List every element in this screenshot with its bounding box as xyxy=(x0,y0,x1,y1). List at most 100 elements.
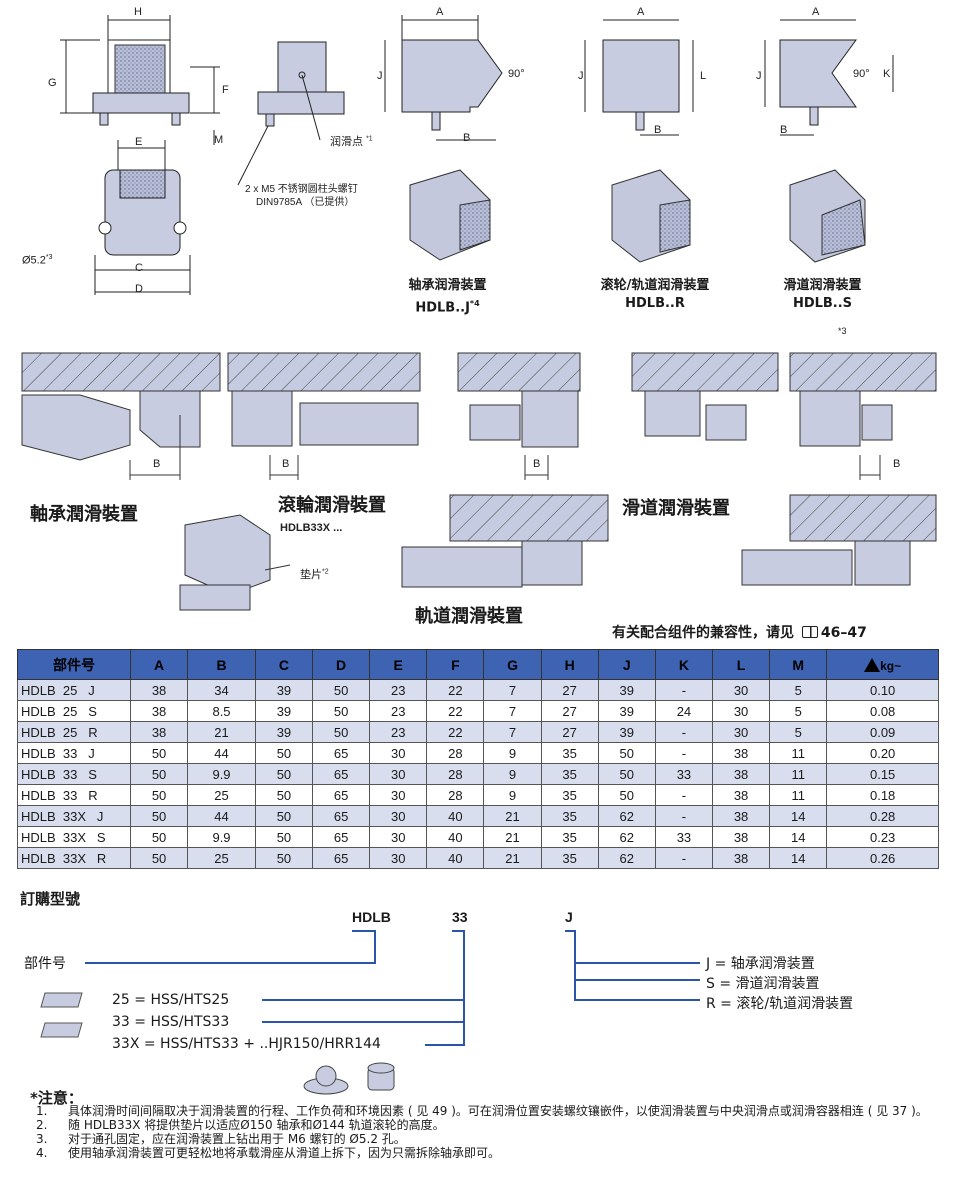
screw-spec-line2: DIN9785A （已提供） xyxy=(256,197,355,208)
table-cell: 7 xyxy=(483,700,542,722)
book-icon xyxy=(801,626,818,638)
table-cell: 30 xyxy=(369,847,428,869)
table-cell: 44 xyxy=(187,742,256,764)
compatibility-note: 有关配合组件的兼容性，请见 46–47 xyxy=(612,625,867,641)
table-cell: 21 xyxy=(483,847,542,869)
table-cell: 50 xyxy=(254,784,314,806)
table-cell: 38 xyxy=(129,721,189,743)
dim-b-label-s: B xyxy=(780,124,788,136)
ordering-type-j: J = 轴承润滑装置 xyxy=(706,956,815,972)
table-cell: 38 xyxy=(711,805,771,827)
table-cell: 35 xyxy=(540,784,599,806)
col-header-a: A xyxy=(129,649,189,680)
ordering-code-type: J xyxy=(565,909,573,925)
table-cell: - xyxy=(654,679,714,701)
caption-track-lubricator: 軌道潤滑裝置 xyxy=(415,606,523,627)
table-cell: 50 xyxy=(312,721,371,743)
table-cell: 40 xyxy=(426,826,485,848)
col-header-d: D xyxy=(312,649,371,680)
caption-bearing-lubricator: 軸承潤滑裝置 xyxy=(30,504,138,525)
dim-c-label: C xyxy=(135,262,143,274)
table-cell: 30 xyxy=(369,826,428,848)
table-cell: 39 xyxy=(254,721,314,743)
note-item: 4.使用轴承润滑装置可更轻松地将承载滑座从滑道上拆下，因为只需拆除轴承即可。 xyxy=(36,1146,501,1160)
shim-label: 垫片*2 xyxy=(300,568,329,581)
dim-f-label: F xyxy=(222,84,229,96)
table-cell: 21 xyxy=(187,721,256,743)
col-header-e: E xyxy=(369,649,428,680)
table-cell: 0.26 xyxy=(826,847,939,869)
table-cell: 35 xyxy=(540,742,599,764)
part-number-cell: HDLB 25 J xyxy=(17,679,131,701)
dim-k-label-s: K xyxy=(883,68,891,80)
table-cell: 35 xyxy=(540,763,599,785)
table-cell: 35 xyxy=(540,805,599,827)
table-cell: 24 xyxy=(654,700,714,722)
table-cell: 25 xyxy=(187,784,256,806)
table-cell: 5 xyxy=(769,721,828,743)
table-cell: 38 xyxy=(711,742,771,764)
table-cell: - xyxy=(654,847,714,869)
table-cell: 27 xyxy=(540,700,599,722)
col-header-b: B xyxy=(187,649,256,680)
table-cell: 7 xyxy=(483,721,542,743)
col-header-c: C xyxy=(254,649,314,680)
table-cell: 0.28 xyxy=(826,805,939,827)
table-cell: 14 xyxy=(769,826,828,848)
ordering-part-label: 部件号 xyxy=(24,956,66,972)
table-cell: 50 xyxy=(129,763,189,785)
col-header-weight: kg~ xyxy=(826,649,939,680)
col-header-j: J xyxy=(597,649,656,680)
install-b-label-4: B xyxy=(893,458,901,470)
table-cell: 50 xyxy=(254,742,314,764)
table-cell: 11 xyxy=(769,763,828,785)
table-cell: 23 xyxy=(369,700,428,722)
table-cell: 23 xyxy=(369,721,428,743)
table-cell: 38 xyxy=(129,700,189,722)
product-caption-roller: 滚轮/轨道润滑装置 HDLB..R xyxy=(600,278,710,311)
table-cell: 7 xyxy=(483,679,542,701)
dim-h-label: H xyxy=(134,6,142,18)
caption-slide-lubricator: 滑道潤滑裝置 xyxy=(622,498,730,519)
table-cell: 0.08 xyxy=(826,700,939,722)
table-cell: 30 xyxy=(369,805,428,827)
install-b-label-2: B xyxy=(282,458,290,470)
table-cell: 22 xyxy=(426,721,485,743)
table-cell: 50 xyxy=(129,742,189,764)
table-cell: 21 xyxy=(483,826,542,848)
table-cell: 14 xyxy=(769,847,828,869)
table-cell: 33 xyxy=(654,826,714,848)
table-cell: 38 xyxy=(711,826,771,848)
table-cell: 0.15 xyxy=(826,763,939,785)
dim-e-label: E xyxy=(135,136,143,148)
table-cell: 62 xyxy=(597,805,656,827)
table-cell: 50 xyxy=(312,700,371,722)
table-cell: 28 xyxy=(426,784,485,806)
table-cell: 9 xyxy=(483,784,542,806)
note-item: 2.随 HDLB33X 将提供垫片以适应Ø150 轴承和Ø144 轨道滚轮的高度… xyxy=(36,1118,445,1132)
caption-roller-code: HDLB33X ... xyxy=(280,522,343,534)
table-cell: 30 xyxy=(369,784,428,806)
ordering-parts-illustration xyxy=(303,1062,395,1095)
diameter-label: Ø5.2*3 xyxy=(22,254,53,267)
table-cell: 50 xyxy=(254,826,314,848)
table-cell: 62 xyxy=(597,847,656,869)
table-cell: 28 xyxy=(426,742,485,764)
table-cell: 40 xyxy=(426,805,485,827)
product-caption-bearing: 轴承润滑装置 HDLB..J*4 xyxy=(408,278,487,316)
weight-icon xyxy=(864,657,881,672)
table-cell: 65 xyxy=(312,742,371,764)
table-cell: 21 xyxy=(483,805,542,827)
table-cell: 50 xyxy=(597,742,656,764)
part-number-cell: HDLB 25 S xyxy=(17,700,131,722)
angle-label-j: 90° xyxy=(508,68,525,80)
install-note-marker: *3 xyxy=(838,326,847,336)
install-b-label-3: B xyxy=(533,458,541,470)
